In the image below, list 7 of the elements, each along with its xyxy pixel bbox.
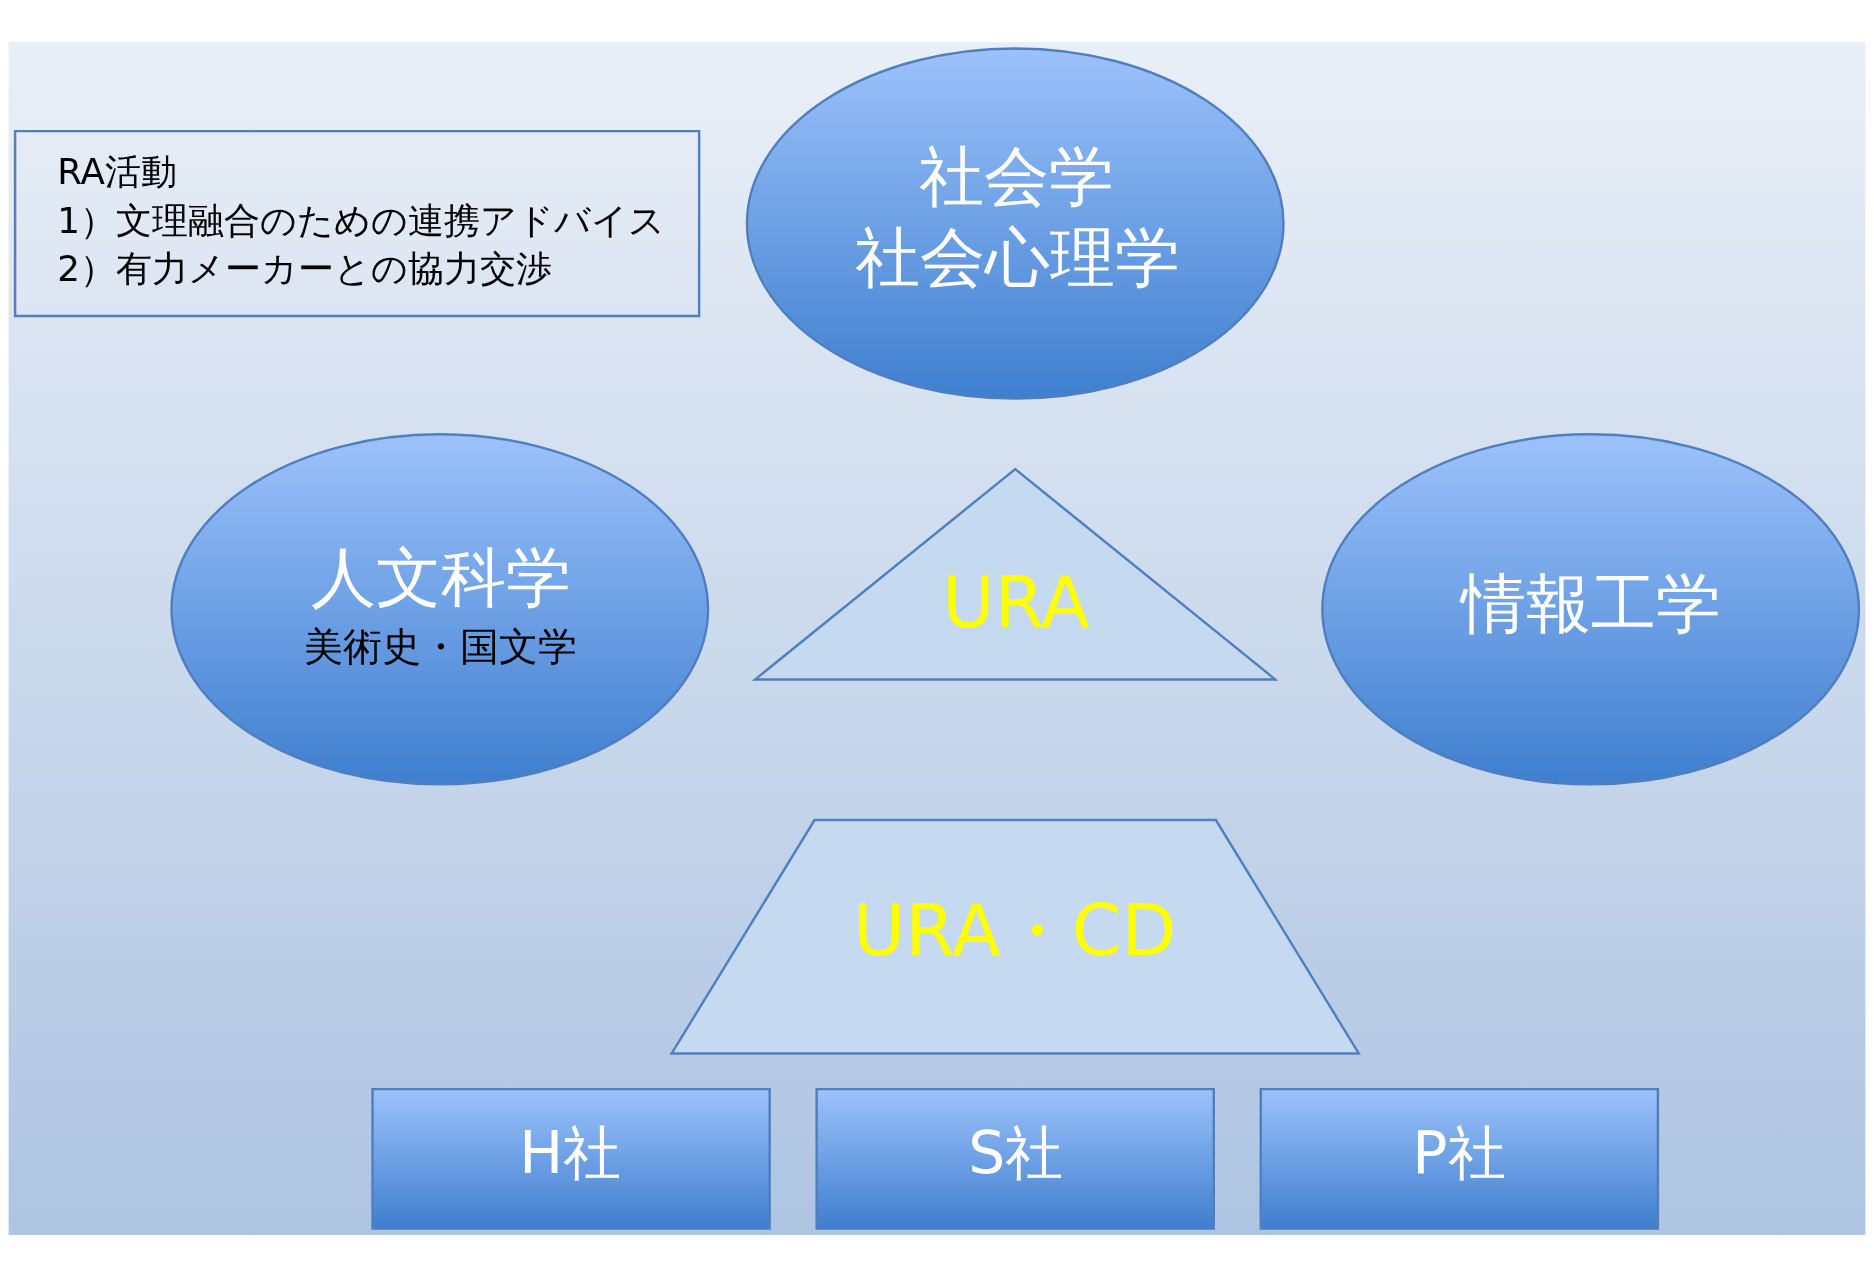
node-ellipse: 情報工学 [1321, 432, 1861, 786]
node-box: RA活動 1）文理融合のための連携アドバイス 2）有力メーカーとの協力交渉 [13, 129, 701, 317]
node-box: P社 [1259, 1087, 1660, 1230]
node-ellipse: 人文科学 美術史・国文学 [170, 432, 710, 786]
node-box: S社 [815, 1087, 1215, 1230]
node-box: H社 [371, 1087, 771, 1230]
node-ellipse: 社会学 社会心理学 [745, 46, 1285, 400]
